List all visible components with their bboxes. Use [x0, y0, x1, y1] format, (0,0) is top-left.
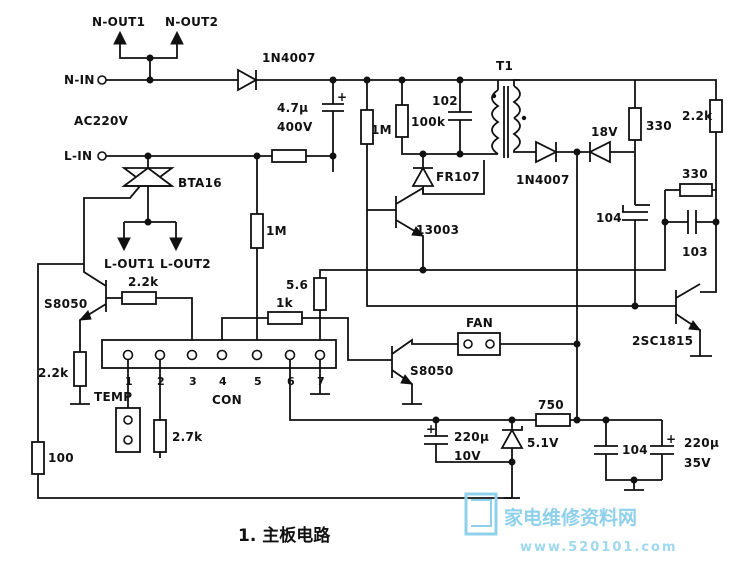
watermark-url: www.520101.com [520, 540, 678, 555]
con-label: CON [212, 393, 242, 407]
zener-18v-label: 18V [591, 125, 618, 139]
low-voltage-supply: + 220μ 10V 5.1V 750 104 + 220μ 35V [289, 360, 719, 499]
diode-fr107: FR107 [411, 154, 485, 195]
secondary-rectifier: 1N4007 18V [516, 125, 635, 420]
r-2-2k-left-label: 2.2k [38, 366, 69, 380]
cap-220u-a-voltage: 10V [454, 449, 481, 463]
fr107-label: FR107 [436, 170, 480, 184]
cap-220u-b-value: 220μ [684, 436, 719, 450]
resistor-100: 100 [31, 263, 512, 499]
r-2-7k-label: 2.7k [172, 430, 203, 444]
cap-104a-label: 104 [596, 211, 622, 225]
connector-con: 1 2 3 4 5 6 7 CON [101, 339, 337, 407]
cap-input-voltage: 400V [277, 120, 313, 134]
svg-text:+: + [337, 90, 347, 104]
r-330b-label: 330 [682, 167, 708, 181]
transformer-t1: T1 [490, 59, 530, 158]
resistor-1m-b: 1M [250, 156, 287, 352]
n-out1-label: N-OUT1 [92, 15, 145, 29]
con-pin-6: 6 [287, 375, 295, 388]
con-pin-3: 3 [189, 375, 197, 388]
r-2-2k-right-label: 2.2k [682, 109, 713, 123]
ac-label: AC220V [74, 114, 129, 128]
n-out-outputs: N-OUT1 N-OUT2 [92, 15, 218, 82]
svg-text:+: + [426, 422, 436, 436]
resistor-1m-a: 1M [360, 80, 635, 307]
temp-sensor: TEMP 2.7k [94, 360, 203, 458]
r-2-2k-base-label: 2.2k [128, 275, 159, 289]
l-out2-label: L-OUT2 [160, 257, 211, 271]
n-in-label: N-IN [64, 73, 95, 87]
watermark-text: 家电维修资料网 [504, 506, 637, 529]
triac-label: BTA16 [178, 176, 222, 190]
temp-label: TEMP [94, 390, 132, 404]
q-2sc1815-label: 2SC1815 [632, 334, 693, 348]
q-13003-label: 13003 [416, 223, 459, 237]
fan-driver: S8050 FAN [391, 316, 581, 405]
d-input-label: 1N4007 [262, 51, 316, 65]
snubber-network: 100k 102 [395, 80, 490, 158]
right-resistors: 330 2.2k 104 [498, 79, 723, 310]
cap-104b-label: 104 [622, 443, 648, 457]
zener-5v1-label: 5.1V [527, 436, 559, 450]
r-750-label: 750 [538, 398, 564, 412]
r-1k-label: 1k [276, 296, 294, 310]
base-network: 330 103 [319, 167, 720, 278]
watermark: 家电维修资料网 www.520101.com [464, 492, 678, 555]
r-1m-a-label: 1M [371, 123, 392, 137]
r-330a-label: 330 [646, 119, 672, 133]
cap-220u-a-value: 220μ [454, 430, 489, 444]
r-1m-b-label: 1M [266, 224, 287, 238]
r-100-label: 100 [48, 451, 74, 465]
q-s8050-fan-label: S8050 [410, 364, 454, 378]
fan-label: FAN [466, 316, 493, 330]
d-sec-label: 1N4007 [516, 173, 570, 187]
l-in-rail: L-IN [64, 149, 337, 172]
r-100k-label: 100k [411, 115, 446, 129]
transistor-2sc1815: 2SC1815 [632, 283, 712, 357]
n-in-rail: N-IN 1N4007 [64, 51, 498, 92]
con-pin-4: 4 [219, 375, 227, 388]
con-pin-5: 5 [254, 375, 262, 388]
transistor-s8050-left: S8050 2.2k 2.2k [38, 264, 193, 405]
r-5-6-label: 5.6 [286, 278, 308, 292]
cap-input: + 4.7μ 400V [277, 80, 347, 156]
n-out2-label: N-OUT2 [165, 15, 218, 29]
triac-bta16: BTA16 L-OUT1 L-OUT2 [83, 156, 222, 271]
cap-220u-b-voltage: 35V [684, 456, 711, 470]
l-out1-label: L-OUT1 [104, 257, 155, 271]
cap-102-label: 102 [432, 94, 458, 108]
l-in-label: L-IN [64, 149, 92, 163]
cap-103-label: 103 [682, 245, 708, 259]
t1-label: T1 [496, 59, 513, 73]
transistor-13003: 13003 [367, 186, 459, 274]
svg-text:+: + [666, 432, 676, 446]
q-s8050-left-label: S8050 [44, 297, 88, 311]
cap-input-value: 4.7μ [277, 101, 308, 115]
figure-caption: 1. 主板电路 [238, 525, 331, 546]
